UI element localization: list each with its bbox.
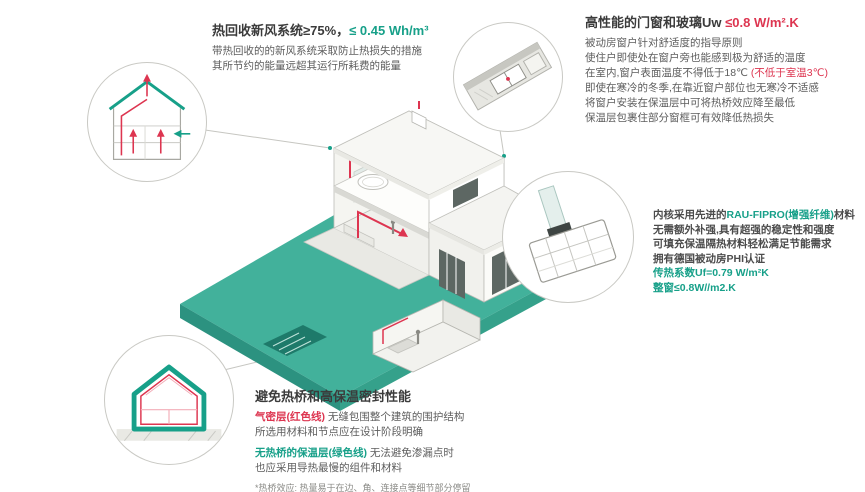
detail-marker: [506, 77, 510, 81]
ventilation-line-1: 带热回收的的新风系统采取防止热损失的措施: [212, 45, 422, 57]
connector-marker: [328, 146, 332, 150]
thermal-title: 避免热桥和高保温密封性能: [255, 389, 412, 404]
callout-ventilation-diagram: [87, 62, 207, 182]
thermal-description: 气密层(红色线) 无缝包围整个建筑的围护结构 所选用材料和节点应在设计阶段明确 …: [255, 410, 595, 492]
ventilation-line-2: 其所节约的能量远超其运行所耗费的能量: [212, 60, 401, 72]
profile-line-2: 无需额外补强,具有超强的稳定性和强度: [653, 223, 835, 236]
ventilation-section-drawing: [108, 73, 191, 160]
main-roof: [333, 101, 505, 200]
thermal-line-2: 所选用材料和节点应在设计阶段明确: [255, 426, 423, 438]
windows-line-3-text: 在室内,窗户表面温度不得低于18℃: [585, 67, 751, 79]
thermal-line-3-rest: 无法避免渗漏点时: [367, 447, 454, 459]
profile-line-3: 可填充保温隔热材料轻松满足节能需求: [653, 238, 832, 250]
airtight-layer-label: 气密层(红色线): [255, 411, 325, 423]
basement-cutaway: [372, 299, 481, 373]
insulation-layer-green: [131, 364, 207, 432]
ventilation-title: 热回收新风系统≥75%，≤ 0.45 Wh/m³: [212, 20, 482, 39]
windows-description: 被动房窗户针对舒适度的指导原则 使住户即使处在窗户旁也能感到极为舒适的温度 在室…: [585, 36, 860, 126]
window-profile-drawing: [528, 185, 617, 283]
windows-line-6: 保温层包裹住部分窗框可有效降低热损失: [585, 112, 774, 124]
ventilation-title-value: ≤ 0.45 Wh/m³: [349, 23, 429, 38]
interior-ground-floor: [343, 210, 408, 248]
profile-description: 内核采用先进的RAU-FIPRO(增强纤维)材料 无需额外补强,具有超强的稳定性…: [653, 208, 863, 295]
profile-line-1-pre: 内核采用先进的: [653, 209, 727, 221]
ventilation-description: 带热回收的的新风系统采取防止热损失的措施 其所节约的能量远超其运行所耗费的能量: [212, 44, 482, 74]
thermal-line-1: 气密层(红色线) 无缝包围整个建筑的围护结构: [255, 410, 595, 425]
thermal-footnote: *热桥效应: 热量易于在边、角、连接点等细节部分停留: [255, 483, 471, 492]
windows-title-value: ≤0.8 W/m².K: [725, 15, 799, 30]
roof-vent-unit: [411, 110, 427, 130]
callout-thermal-envelope: [104, 335, 234, 465]
window-install-drawing: [462, 41, 553, 111]
terrace: [303, 227, 430, 290]
profile-line-4: 拥有德国被动房PHI认证: [653, 252, 766, 265]
gasket: [546, 222, 573, 239]
windows-title-main: 高性能的门窗和玻璃Uw: [585, 15, 726, 30]
windows-line-3: 在室内,窗户表面温度不得低于18℃ (不低于室温3℃): [585, 66, 860, 81]
exhaust-duct: [120, 98, 148, 156]
windows-line-1: 被动房窗户针对舒适度的指导原则: [585, 37, 743, 49]
air-arrow-up-icon: [129, 128, 138, 137]
windows-line-2: 使住户即使处在窗户旁也能感到极为舒适的温度: [585, 52, 806, 64]
windows-title: 高性能的门窗和玻璃Uw ≤0.8 W/m².K: [585, 12, 860, 31]
connector-marker: [502, 154, 506, 158]
windows-line-3-highlight: (不低于室温3℃): [750, 67, 828, 79]
thermal-line-3: 无热桥的保温层(绿色线) 无法避免渗漏点时: [255, 446, 595, 461]
callout-window-install-detail: [453, 22, 563, 132]
insulation-layer-label: 无热桥的保温层(绿色线): [255, 447, 367, 459]
ventilation-title-main: 热回收新风系统≥75%，: [212, 23, 350, 38]
profile-window-u-value: 整窗≤0.8W//m2.K: [653, 281, 736, 294]
windows-text-block: 高性能的门窗和玻璃Uw ≤0.8 W/m².K 被动房窗户针对舒适度的指导原则 …: [585, 12, 860, 126]
thermal-line-4: 也应采用导热最慢的组件和材料: [255, 462, 402, 474]
thermal-text-block: 避免热桥和高保温密封性能 气密层(红色线) 无缝包围整个建筑的围护结构 所选用材…: [255, 386, 595, 492]
profile-text-block: 内核采用先进的RAU-FIPRO(增强纤维)材料 无需额外补强,具有超强的稳定性…: [653, 208, 863, 295]
thermal-envelope-drawing: [116, 364, 222, 442]
profile-u-value: 传热系数Uf=0.79 W/m²K: [653, 267, 769, 279]
fresh-air-arrow-icon: [173, 129, 182, 138]
callout-window-profile: [502, 171, 634, 303]
profile-material-name: RAU-FIPRO(增强纤维): [726, 209, 834, 221]
profile-line-1-post: 材料: [833, 209, 855, 221]
windows-line-5: 将窗户安装在保温层中可将热桥效应降至最低: [585, 97, 795, 109]
windows-line-4: 即使在寒冷的冬季,在靠近窗户部位也无寒冷不适感: [585, 82, 819, 94]
air-arrow-up-icon: [156, 128, 165, 137]
glass-door: [439, 249, 465, 299]
profile-line-1: 内核采用先进的RAU-FIPRO(增强纤维)材料: [653, 208, 863, 223]
ventilation-text-block: 热回收新风系统≥75%，≤ 0.45 Wh/m³ 带热回收的的新风系统采取防止热…: [212, 20, 482, 74]
stair-pit: [263, 325, 327, 356]
upper-window: [453, 178, 478, 208]
ground-section: [116, 429, 222, 441]
air-arrow-out-icon: [143, 73, 151, 82]
frame-profile: [528, 219, 617, 283]
thermal-line-1-rest: 无缝包围整个建筑的围护结构: [325, 411, 465, 423]
